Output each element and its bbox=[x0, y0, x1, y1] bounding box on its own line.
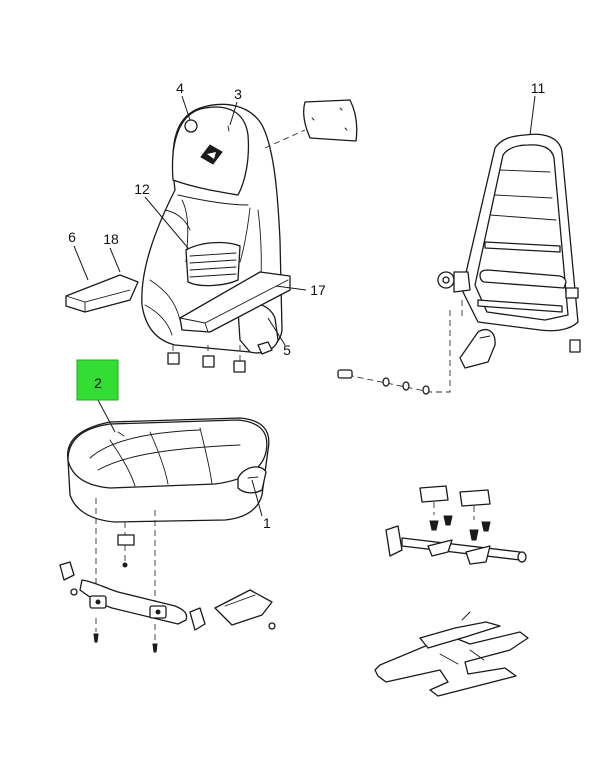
slide-mechanism bbox=[385, 485, 527, 565]
washer bbox=[422, 385, 430, 395]
highlight-box-item-2 bbox=[76, 359, 119, 401]
seat-back-assembly bbox=[65, 103, 291, 373]
headrest-button bbox=[184, 119, 198, 133]
callout-2: 2 bbox=[94, 375, 102, 391]
slide-rod bbox=[401, 537, 521, 561]
right-armrest bbox=[179, 271, 291, 333]
back-clip bbox=[233, 360, 246, 373]
callout-3: 3 bbox=[234, 86, 242, 102]
callout-18: 18 bbox=[103, 231, 119, 247]
callout-4: 4 bbox=[176, 80, 184, 96]
callout-1: 1 bbox=[263, 515, 271, 531]
left-armrest bbox=[65, 274, 139, 313]
back-clip bbox=[202, 355, 215, 368]
callout-labels: 1 2 3 4 5 6 11 12 17 18 bbox=[68, 80, 545, 531]
slide-pad bbox=[459, 489, 491, 507]
back-cover-panel bbox=[264, 99, 358, 149]
callout-12: 12 bbox=[134, 181, 150, 197]
callout-leaders bbox=[73, 95, 536, 517]
frame-slot bbox=[484, 241, 561, 253]
seat-base-frame bbox=[374, 611, 529, 697]
bracket bbox=[117, 534, 135, 546]
seat-pan-assembly bbox=[59, 498, 276, 653]
cushion-side-handle bbox=[237, 466, 267, 494]
lumbar-insert bbox=[185, 241, 241, 287]
recliner-bracket bbox=[459, 329, 496, 369]
seat-back-frame bbox=[337, 133, 581, 395]
callout-5: 5 bbox=[283, 342, 291, 358]
washer bbox=[402, 381, 410, 391]
slide-pad bbox=[419, 485, 449, 503]
frame-slot bbox=[477, 299, 563, 313]
callout-17: 17 bbox=[310, 282, 326, 298]
washer bbox=[382, 377, 390, 387]
seat-cushion bbox=[67, 417, 270, 523]
back-clip bbox=[167, 352, 180, 365]
callout-11: 11 bbox=[531, 80, 546, 96]
frame-slot bbox=[479, 269, 567, 289]
bolt bbox=[337, 369, 353, 379]
callout-6: 6 bbox=[68, 229, 76, 245]
